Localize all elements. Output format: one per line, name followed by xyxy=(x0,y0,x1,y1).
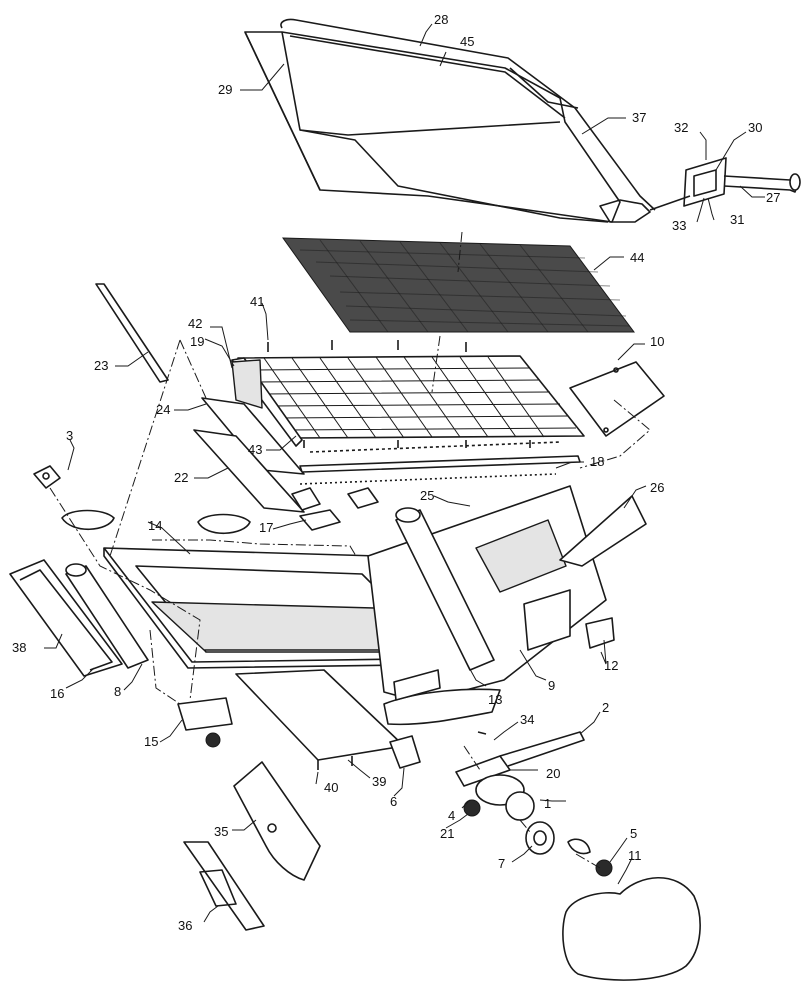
callout-17: 17 xyxy=(259,520,273,535)
callout-39: 39 xyxy=(372,774,386,789)
callout-40: 40 xyxy=(324,780,338,795)
callout-labels: 1 2 3 4 5 6 7 8 9 10 11 12 13 14 15 16 1… xyxy=(12,12,780,933)
callout-8: 8 xyxy=(114,684,121,699)
callout-20: 20 xyxy=(546,766,560,781)
callout-10: 10 xyxy=(650,334,664,349)
callout-1: 1 xyxy=(544,796,551,811)
callout-41: 41 xyxy=(250,294,264,309)
callout-26: 26 xyxy=(650,480,664,495)
callout-16: 16 xyxy=(50,686,64,701)
callout-35: 35 xyxy=(214,824,228,839)
callout-11: 11 xyxy=(628,848,642,863)
callout-23: 23 xyxy=(94,358,108,373)
rods xyxy=(299,441,581,485)
callout-28: 28 xyxy=(434,12,448,27)
callout-15: 15 xyxy=(144,734,158,749)
callout-31: 31 xyxy=(730,212,744,227)
drive-components xyxy=(455,731,613,877)
callout-37: 37 xyxy=(632,110,646,125)
centerlines xyxy=(49,231,651,869)
callout-9: 9 xyxy=(548,678,555,693)
callout-2: 2 xyxy=(602,700,609,715)
callout-12: 12 xyxy=(604,658,618,673)
callout-32: 32 xyxy=(674,120,688,135)
lower-trough xyxy=(235,669,421,770)
callout-29: 29 xyxy=(218,82,232,97)
callout-22: 22 xyxy=(174,470,188,485)
callout-36: 36 xyxy=(178,918,192,933)
callout-13: 13 xyxy=(488,692,502,707)
callout-25: 25 xyxy=(420,488,434,503)
leader-lines xyxy=(44,23,765,923)
hopper-lid-assembly xyxy=(244,18,656,223)
callout-6: 6 xyxy=(390,794,397,809)
callout-14: 14 xyxy=(148,518,162,533)
rollers xyxy=(9,507,495,677)
callout-34: 34 xyxy=(520,712,534,727)
callout-27: 27 xyxy=(766,190,780,205)
callout-7: 7 xyxy=(498,856,505,871)
cover-plate xyxy=(569,361,665,437)
callout-19: 19 xyxy=(190,334,204,349)
crank-handle-assembly xyxy=(649,157,801,211)
screen-mesh-top xyxy=(282,237,635,333)
callout-3: 3 xyxy=(66,428,73,443)
callout-45: 45 xyxy=(460,34,474,49)
callout-43: 43 xyxy=(248,442,262,457)
callout-33: 33 xyxy=(672,218,686,233)
brackets xyxy=(33,465,379,748)
callout-42: 42 xyxy=(188,316,202,331)
callout-38: 38 xyxy=(12,640,26,655)
side-plates xyxy=(95,283,305,513)
callout-4: 4 xyxy=(448,808,455,823)
callout-30: 30 xyxy=(748,120,762,135)
callout-21: 21 xyxy=(440,826,454,841)
guards-and-covers xyxy=(183,761,701,981)
callout-5: 5 xyxy=(630,826,637,841)
callout-24: 24 xyxy=(156,402,170,417)
callout-44: 44 xyxy=(630,250,644,265)
callout-18: 18 xyxy=(590,454,604,469)
